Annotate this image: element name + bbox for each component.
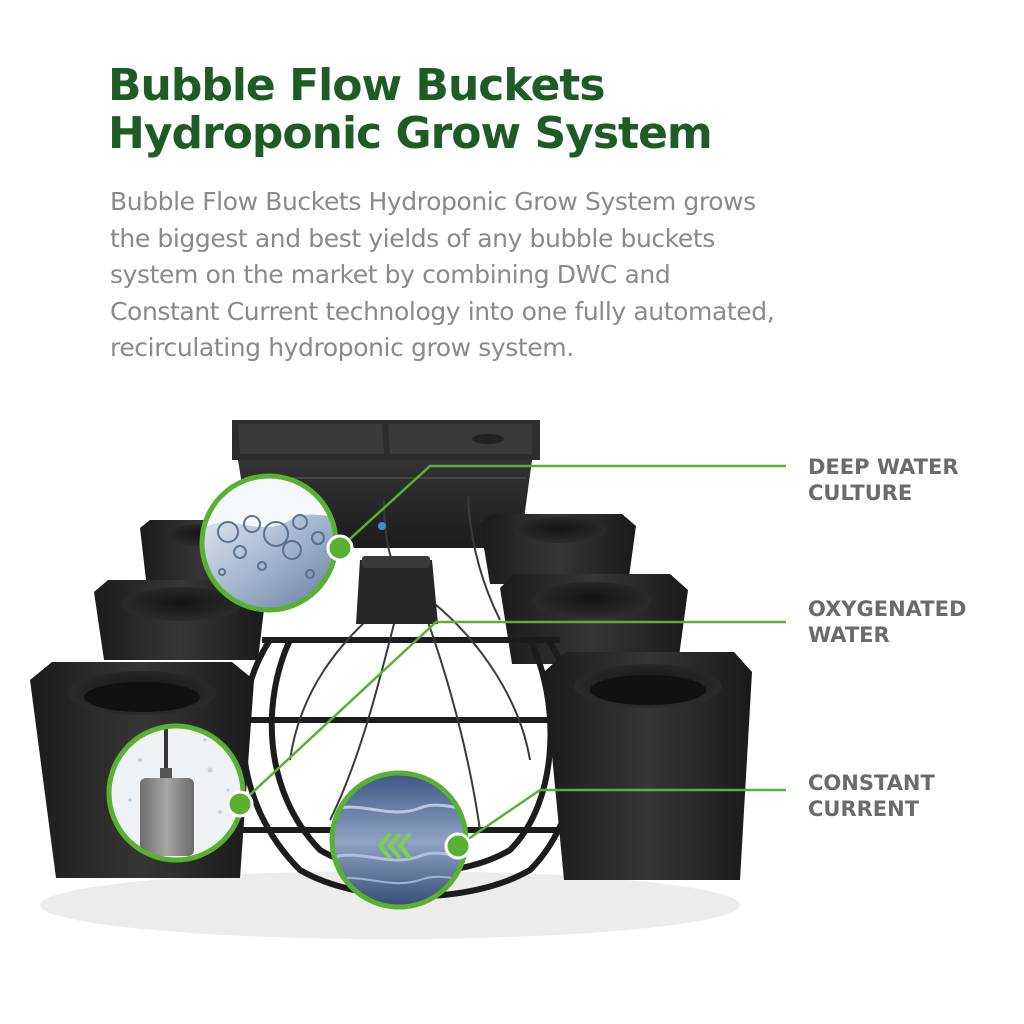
callout-line-2: CURRENT xyxy=(808,797,920,821)
air-pump xyxy=(356,522,438,624)
air-lines xyxy=(289,495,531,831)
callout-oxygenated-water: OXYGENATED WATER xyxy=(808,596,1008,648)
callout-connectors xyxy=(239,464,786,848)
callout-deep-water-culture: DEEP WATER CULTURE xyxy=(808,454,1008,506)
intro-line-4: Constant Current technology into one ful… xyxy=(110,296,775,326)
intro-line-1: Bubble Flow Buckets Hydroponic Grow Syst… xyxy=(110,187,756,216)
callout-line-2: WATER xyxy=(808,623,890,647)
bucket-middle-left xyxy=(94,580,266,660)
intro-paragraph: Bubble Flow Buckets Hydroponic Grow Syst… xyxy=(110,184,870,367)
page-title: Bubble Flow Buckets Hydroponic Grow Syst… xyxy=(108,62,868,158)
callout-dots xyxy=(226,534,472,860)
bucket-back-right xyxy=(480,514,636,584)
callout-line-1: OXYGENATED xyxy=(808,597,967,621)
page-title-line-2: Hydroponic Grow System xyxy=(108,108,713,159)
page-title-line-1: Bubble Flow Buckets xyxy=(108,60,606,111)
callout-line-1: CONSTANT xyxy=(808,771,935,795)
intro-line-2: the biggest and best yields of any bubbl… xyxy=(110,223,715,253)
water-current-icon xyxy=(329,770,469,910)
air-stone-icon xyxy=(106,723,246,863)
callout-constant-current: CONSTANT CURRENT xyxy=(808,770,1008,822)
callout-line-1: DEEP WATER xyxy=(808,455,959,479)
bucket-front-right xyxy=(544,652,752,880)
callout-line-2: CULTURE xyxy=(808,481,913,505)
intro-line-5: recirculating hydroponic grow system. xyxy=(110,333,574,362)
bucket-middle-right xyxy=(500,574,688,664)
intro-line-3: system on the market by combining DWC an… xyxy=(110,260,671,289)
